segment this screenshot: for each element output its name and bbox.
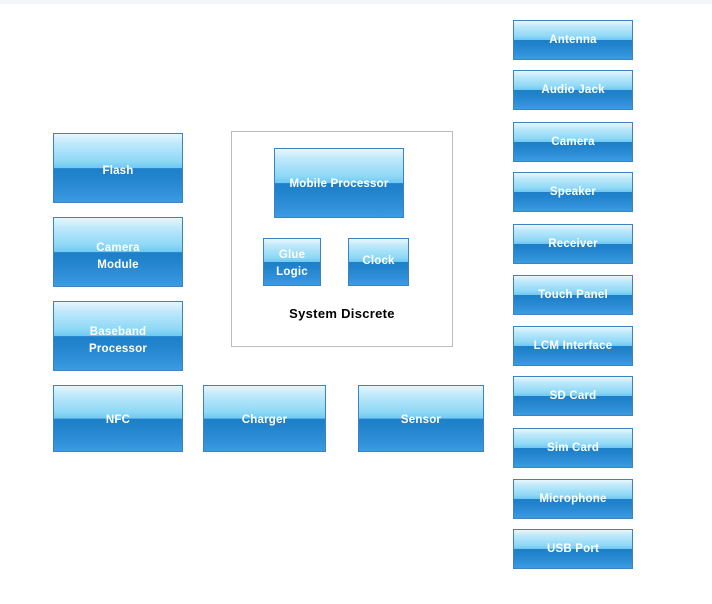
top-edge-strip [0,0,712,4]
block-label-line: Camera [96,242,140,254]
block-label-line: Antenna [549,33,597,46]
block-microphone[interactable]: Microphone [513,479,633,519]
block-label-line: Glue [278,249,306,261]
block-sim-card[interactable]: Sim Card [513,428,633,468]
block-charger[interactable]: Charger [203,385,326,452]
block-lcm-interface[interactable]: LCM Interface [513,326,633,366]
block-label-line: Sim Card [546,441,600,454]
block-label-line: Mobile Processor [289,178,389,190]
block-label-line: Baseband [89,326,147,338]
block-label-line: SD Card [549,389,597,402]
block-audio-jack[interactable]: Audio Jack [513,70,633,110]
block-touch-panel[interactable]: Touch Panel [513,275,633,315]
block-label-line: Microphone [539,492,607,505]
block-sd-card[interactable]: SD Card [513,376,633,416]
block-label-line: Receiver [548,237,598,250]
block-clock[interactable]: Clock [348,238,409,286]
block-flash[interactable]: Flash [53,133,183,203]
block-label-line: NFC [105,414,131,426]
block-speaker[interactable]: Speaker [513,172,633,212]
block-label-line: Camera [551,135,595,148]
block-label-line: Clock [362,255,395,267]
block-antenna[interactable]: Antenna [513,20,633,60]
block-label-line: Touch Panel [538,288,608,301]
block-receiver[interactable]: Receiver [513,224,633,264]
block-label-line: Charger [241,414,288,426]
block-label-line: Flash [102,165,134,177]
block-label-line: Audio Jack [541,83,605,96]
block-sensor[interactable]: Sensor [358,385,484,452]
block-label-line: Processor [88,342,148,355]
block-label-line: Module [97,258,139,271]
block-label-line: Speaker [549,185,597,198]
block-mobile-processor[interactable]: Mobile Processor [274,148,404,218]
system-discrete-caption: System Discrete [289,306,395,321]
block-usb-port[interactable]: USB Port [513,529,633,569]
block-label-line: Sensor [400,414,442,426]
block-label-line: LCM Interface [533,339,613,352]
block-nfc[interactable]: NFC [53,385,183,452]
block-camera[interactable]: Camera [513,122,633,162]
block-label-line: Logic [276,265,308,278]
block-label-line: USB Port [546,542,600,555]
